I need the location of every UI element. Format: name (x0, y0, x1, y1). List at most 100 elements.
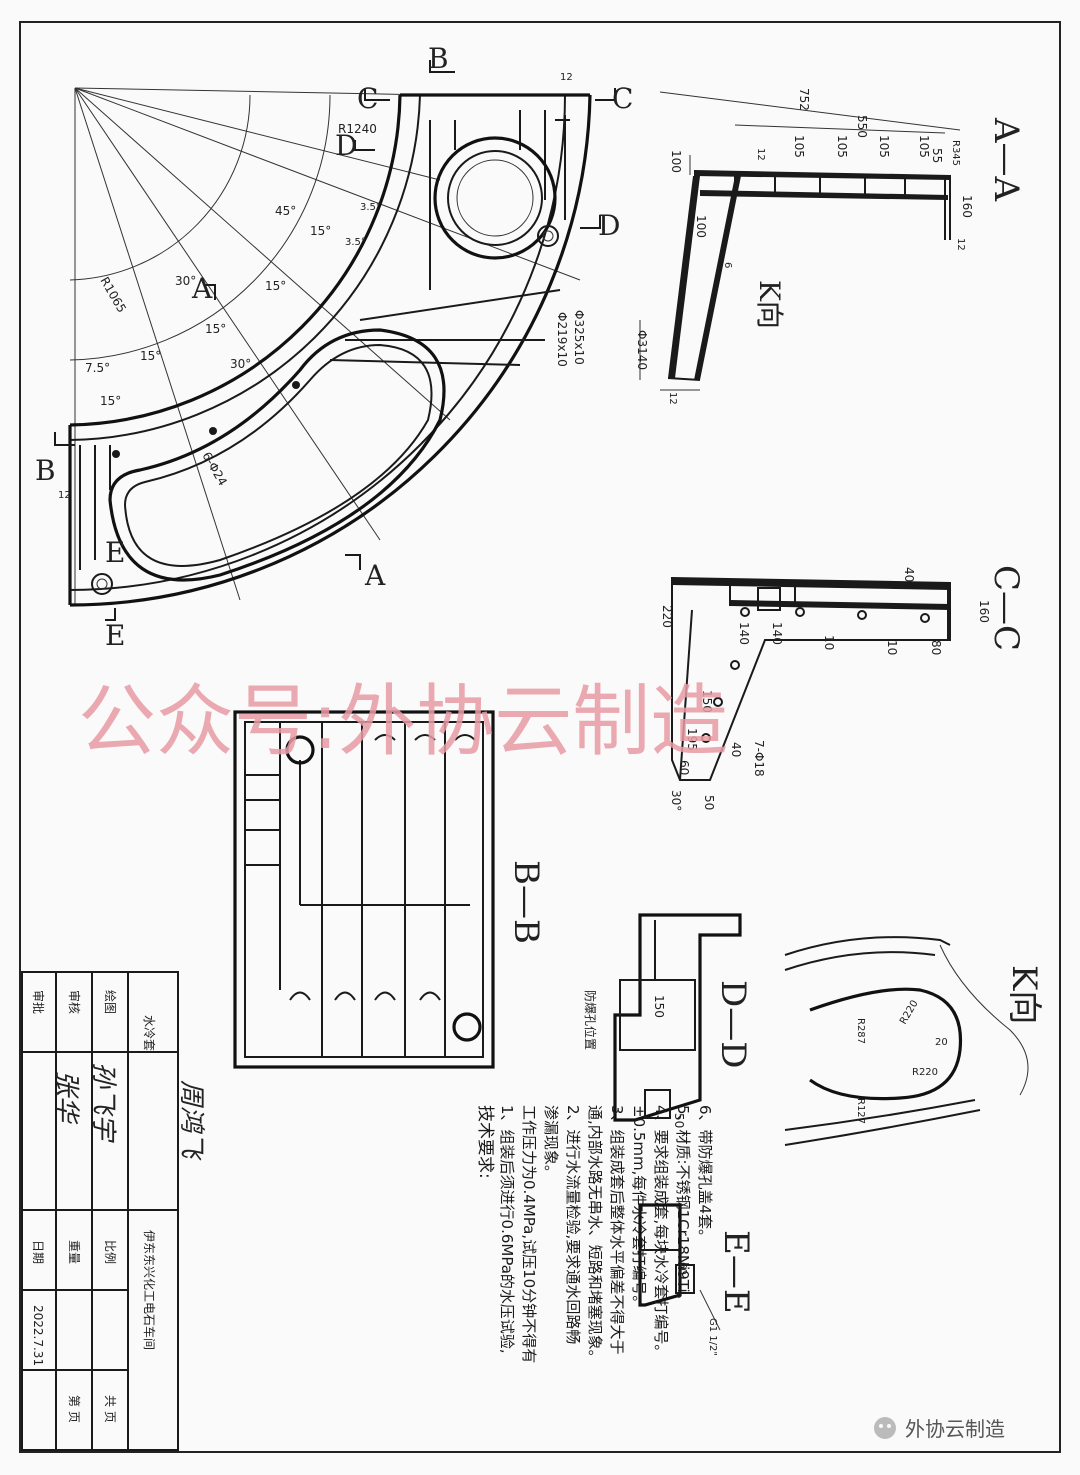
dim-angle-15e: 15° (100, 394, 121, 408)
dim-angle-15d: 15° (140, 349, 161, 363)
dim-angle-35b: 3.5° (345, 237, 366, 248)
aa-dim-55: 55 (930, 148, 944, 163)
dd-dim-150: 150 (652, 995, 666, 1018)
cc-dim-195: 195 (685, 728, 699, 751)
technical-notes: 技术要求: 1、组装后须进行0.6MPa的水压试验, 工作压力为0.4MPa,试… (475, 1105, 714, 1365)
tb-date-label: 日期 (31, 1240, 45, 1264)
cut-label-b-top: B (428, 42, 449, 75)
aa-dim-100a: 100 (669, 150, 683, 173)
view-k-title: K向 (1004, 965, 1044, 1024)
tb-weight-label: 重量 (67, 1240, 81, 1264)
cut-label-b-bottom: B (35, 454, 56, 487)
notes-line-4: 2、进行水流量检验,要求通水回路畅 (564, 1105, 582, 1344)
section-cc: C—C 40 160 220 140 140 10 10 80 150 195 … (660, 565, 1026, 811)
dim-pipe2: Φ219x10 (555, 312, 569, 367)
tb-scale-label: 比例 (103, 1240, 117, 1264)
cc-dim-30: 30° (669, 790, 683, 811)
section-ee: E—E 60 G1 1/2" (638, 1203, 756, 1356)
tb-project-name: 伊东东兴化工电石车间 (142, 1230, 157, 1350)
aa-dim-r: R345 (950, 140, 961, 166)
cc-dim-60: 60 (677, 760, 691, 775)
aa-dim-160: 160 (960, 195, 974, 218)
tb-signature-approved: 周鸿飞 (176, 1080, 206, 1161)
k-dim-r287: R287 (855, 1018, 866, 1044)
footer-badge: 外协云制造 (874, 1417, 1005, 1441)
dim-pipe1: Φ325x10 (572, 310, 586, 365)
section-dd: D—D 150 50 防爆孔位置 (583, 913, 753, 1128)
dim-angle-15b: 15° (265, 279, 286, 293)
view-k: K向 R287 R220 R220 20 R127 (784, 936, 1044, 1146)
aa-dim-12b: 12 (755, 148, 766, 161)
k-dim-20: 20 (935, 1037, 948, 1048)
aa-dim-12c: 12 (667, 392, 678, 405)
title-block: 审批 审核 绘图 水冷套 伊东东兴化工电石车间 日期 重量 比例 2022.7.… (21, 971, 206, 1451)
cc-dim-160: 160 (977, 600, 991, 623)
cc-dim-220: 220 (660, 605, 674, 628)
tb-part-name: 水冷套 (142, 1015, 156, 1051)
section-ee-title: E—E (716, 1230, 756, 1314)
cut-label-a-left: A (191, 272, 213, 305)
tb-sheet-no: 第 页 (67, 1395, 81, 1423)
dd-note: 防爆孔位置 (583, 990, 598, 1050)
aa-dim-12: 12 (955, 238, 966, 251)
footer-label: 外协云制造 (905, 1417, 1005, 1441)
ee-dim-thread: G1 1/2" (707, 1318, 718, 1356)
k-dim-r220b: R220 (912, 1067, 938, 1078)
dd-dim-50: 50 (672, 1113, 686, 1128)
section-bb: B—B (233, 710, 546, 1069)
dim-angle-35a: 3.5° (360, 202, 381, 213)
tb-checked-label: 审核 (67, 990, 82, 1014)
aa-dim-phi3140: Φ3140 (635, 330, 649, 370)
dim-12-top: 12 (560, 72, 573, 83)
tb-approved-label: 审批 (31, 990, 46, 1014)
dim-angle-30: 30° (175, 274, 196, 288)
cut-label-d-left: D (335, 129, 357, 162)
aa-dim-105a: 105 (792, 135, 806, 158)
aa-dim-6: 6 (722, 262, 733, 268)
cut-label-e-inner: E (105, 536, 125, 569)
cc-dim-40a: 40 (902, 567, 916, 582)
cut-label-d-right: D (598, 209, 620, 242)
aa-dim-550: 550 (855, 115, 869, 138)
notes-line-9: 5、材质:不锈钢1Cr18Ni9Ti。 (674, 1105, 692, 1308)
cc-dim-80: 80 (929, 640, 943, 655)
notes-line-6: 3、组装成套后整体水平偏差不得大于 (608, 1105, 626, 1355)
aa-dim-105b: 105 (835, 135, 849, 158)
cc-dim-150: 150 (700, 690, 714, 713)
k-dim-r127: R127 (855, 1098, 866, 1124)
notes-line-10: 6、带防爆孔盖4套。 (696, 1105, 714, 1244)
notes-line-1: 1、组装后须进行0.6MPa的水压试验, (498, 1105, 516, 1354)
watermark-text: 公众号:外协云制造 (78, 677, 728, 767)
notes-line-8: 4、要求组装成套,每块水冷套打编号。 (652, 1105, 670, 1359)
notes-line-5: 通,内部水路无串水、短路和堵塞现象。 (586, 1105, 604, 1365)
dim-angle-45: 45° (275, 204, 296, 218)
dim-r1240: R1240 (338, 122, 377, 136)
aa-dim-105c: 105 (877, 135, 891, 158)
tb-date-value: 2022.7.31 (31, 1305, 45, 1366)
aa-dim-105d: 105 (917, 135, 931, 158)
notes-line-2: 工作压力为0.4MPa,试压10分钟不得有 (520, 1105, 538, 1363)
cc-dim-10a: 10 (822, 635, 836, 650)
dim-angle-15a: 15° (310, 224, 331, 238)
dim-12-left: 12 (58, 490, 71, 501)
section-bb-title: B—B (506, 860, 546, 944)
cc-dim-140b: 140 (770, 622, 784, 645)
plan-view: B C C D D A A B E E R1240 R1065 6-Φ24 Φ3… (35, 42, 633, 652)
sheet-border (19, 21, 1061, 1453)
section-aa-title: A—A (986, 117, 1026, 202)
cut-label-e-bottom: E (105, 619, 125, 652)
cc-dim-holes: 7-Φ18 (752, 740, 766, 777)
dim-angle-30b: 30° (230, 357, 251, 371)
tb-signature-checked: 张华 (51, 1070, 81, 1125)
dim-angle-15c: 15° (205, 322, 226, 336)
tb-drawn-label: 绘图 (103, 990, 118, 1014)
tb-sheets-total: 共 页 (103, 1395, 117, 1423)
section-aa: A—A 752 550 105 105 105 105 55 R345 100 … (635, 88, 1026, 405)
cc-dim-10b: 10 (885, 640, 899, 655)
notes-line-3: 渗漏现象。 (542, 1105, 560, 1180)
cc-dim-40b: 40 (729, 742, 743, 757)
aa-dim-100b: 100 (694, 215, 708, 238)
cut-label-c-right: C (612, 82, 633, 115)
cut-label-c-left: C (357, 82, 378, 115)
